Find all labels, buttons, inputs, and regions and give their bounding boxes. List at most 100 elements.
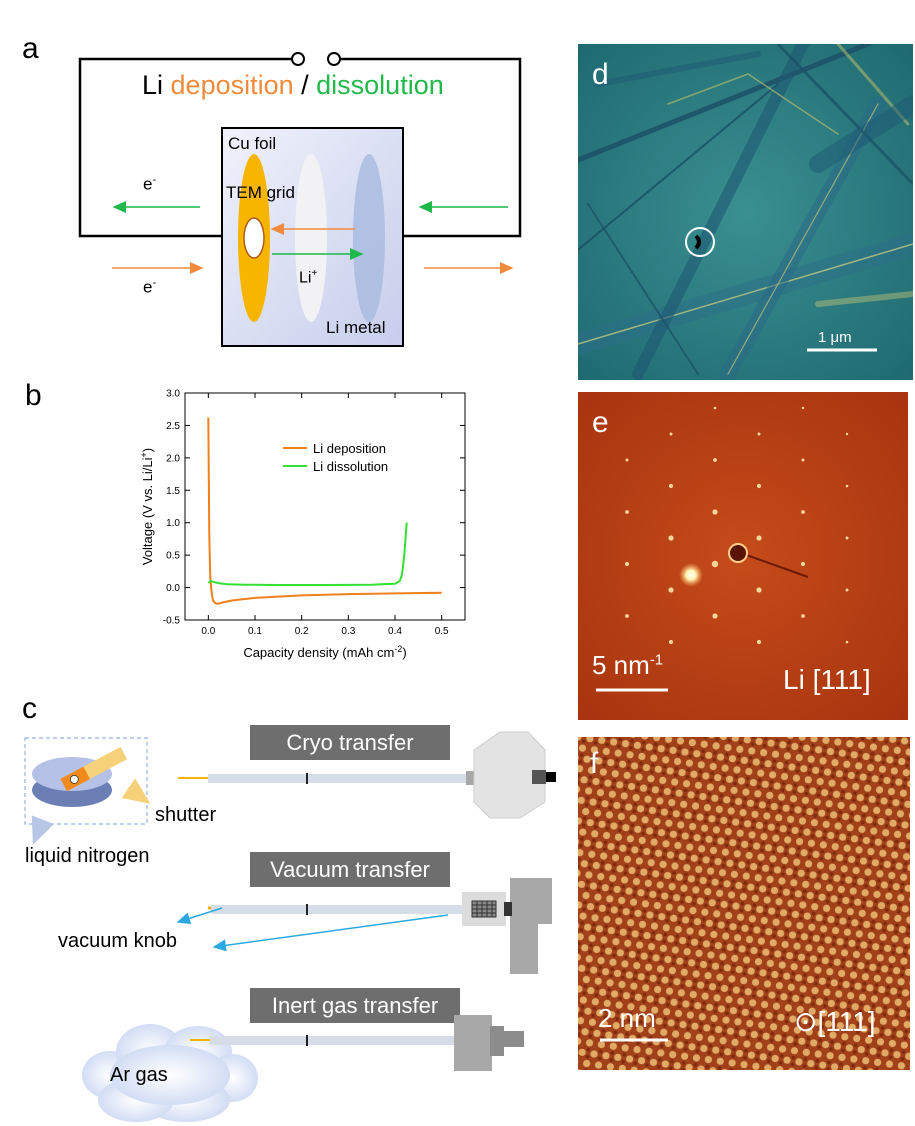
inert-rod-mark: [306, 1035, 308, 1046]
diffraction-spot: [668, 639, 674, 645]
wire-left: [78, 57, 295, 238]
label-vacuum-transfer: Vacuum transfer: [270, 857, 430, 882]
diffraction-spot: [668, 587, 674, 593]
panel-a: a Li: [0, 0, 570, 370]
label-tem-grid: TEM grid: [226, 183, 295, 202]
inert-rod: [210, 1036, 458, 1045]
diffraction-spot: [801, 614, 805, 618]
diffraction-spot: [669, 432, 673, 436]
cryo-label-box: [250, 725, 450, 760]
x-tick-label: 0.4: [388, 626, 402, 637]
x-tick-label: 0.0: [201, 626, 215, 637]
diffraction-spot: [756, 535, 762, 541]
diffraction-spot: [625, 458, 629, 462]
y-tick-label: 3.0: [166, 389, 180, 400]
vacuum-label-box: [250, 852, 450, 887]
zone-symbol-f: ⊙: [794, 1006, 818, 1037]
beam-stop: [737, 551, 809, 578]
x-tick-label: 0.1: [248, 626, 262, 637]
panel-label-d: d: [592, 58, 609, 91]
panel-d: d 1 μm: [578, 44, 913, 380]
cryo-rod: [208, 774, 470, 783]
diffraction-spot: [845, 640, 849, 644]
diffraction-spot: [625, 510, 629, 514]
vacuum-rod: [211, 905, 469, 914]
tem-grid-hole: [243, 217, 265, 259]
y-tick-label: 2.5: [166, 421, 180, 432]
series-line-deposition: [207, 417, 442, 605]
circuit-diagram: [78, 52, 522, 347]
electron-text-bottom: e: [143, 277, 153, 297]
y-tick-label: 1.0: [166, 518, 180, 529]
li-ion-text: Li: [299, 269, 312, 287]
panel-e: e 5 nm-1 Li [111]: [578, 392, 908, 720]
wire-right: [335, 57, 522, 238]
diffraction-spot: [845, 588, 849, 592]
label-li-ion: Li+: [299, 268, 317, 287]
diffraction-spot: [845, 536, 849, 540]
scale-sup-e: -1: [649, 651, 664, 669]
cryo-collar: [466, 771, 476, 785]
vacuum-grid-icon: [471, 900, 497, 918]
diffraction-spot: [757, 432, 761, 436]
panel-label-f: f: [590, 747, 599, 780]
title-deposition: deposition: [170, 70, 294, 100]
vacuum-handle-upper: [510, 878, 552, 924]
panel-label-c: c: [22, 692, 37, 725]
zone-text-f: [111]: [817, 1006, 876, 1037]
diffraction-spot: [668, 483, 674, 489]
diffraction-spot: [845, 484, 849, 488]
diffraction-spot: [713, 406, 717, 410]
panel-label-e: e: [592, 406, 609, 439]
title-separator: /: [293, 70, 317, 100]
diffraction-spot: [756, 483, 762, 489]
title-dissolution: dissolution: [316, 70, 444, 100]
diffraction-spot: [625, 614, 629, 618]
center-beam: [679, 563, 703, 587]
x-axis-label: Capacity density (mAh cm-2): [243, 644, 406, 660]
terminal-right: [327, 52, 341, 66]
diffraction-pattern: [578, 392, 908, 720]
panel-f: f 2 nm ⊙[111]: [578, 737, 910, 1070]
zone-axis-f: ⊙[111]: [794, 1005, 876, 1038]
inert-handle: [454, 1015, 492, 1071]
hrtem-lattice: [578, 737, 910, 1070]
y-tick-label: -0.5: [163, 616, 181, 627]
x-tick-label: 0.3: [341, 626, 355, 637]
label-shutter: shutter: [155, 804, 217, 826]
vacuum-rod-mark: [306, 904, 308, 915]
legend-label: Li deposition: [313, 441, 386, 456]
scale-label-e: 5 nm-1: [592, 650, 663, 681]
diffraction-spot: [801, 510, 805, 514]
diffraction-spot: [801, 458, 805, 462]
y-axis-label: Voltage (V vs. Li/Li+): [139, 448, 155, 565]
diffraction-spot: [668, 535, 674, 541]
diffraction-spot: [756, 587, 762, 593]
cryo-rod-mark: [306, 773, 308, 784]
label-inert-transfer: Inert gas transfer: [271, 993, 439, 1018]
vacuum-handle-lower: [510, 924, 538, 974]
label-cryo-transfer: Cryo transfer: [286, 730, 414, 755]
diffraction-spot: [801, 406, 805, 410]
scale-text-e: 5 nm: [592, 650, 650, 680]
separator: [295, 154, 327, 322]
scale-label-f: 2 nm: [598, 1003, 656, 1033]
shutter-arrow: [121, 778, 151, 804]
electron-sup-top: -: [152, 174, 157, 186]
nitrogen-arrow: [31, 815, 55, 845]
y-tick-label: 2.0: [166, 453, 180, 464]
y-tick-label: 1.5: [166, 486, 180, 497]
li-metal-electrode: [353, 154, 385, 322]
diffraction-spot: [800, 561, 806, 567]
x-tick-label: 0.5: [435, 626, 449, 637]
terminal-left: [291, 52, 305, 66]
inert-collar-2: [502, 1031, 524, 1047]
cryo-dewar-head: [473, 731, 546, 819]
panel-a-title: Li deposition / dissolution: [142, 70, 444, 101]
highlight-circle: [685, 227, 715, 257]
zone-axis-e: Li [111]: [783, 664, 871, 695]
shutter-blade: [60, 746, 128, 792]
y-tick-label: 0.5: [166, 551, 180, 562]
legend-label: Li dissolution: [313, 459, 388, 474]
panel-label-b: b: [25, 379, 42, 412]
